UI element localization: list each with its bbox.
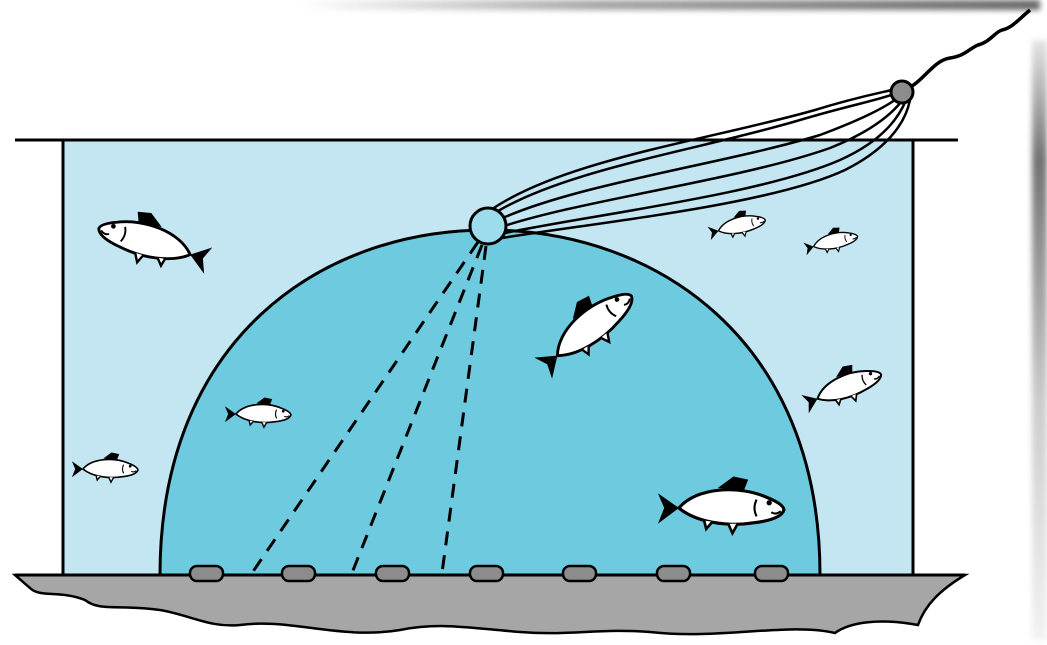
bottom-marker <box>280 564 317 583</box>
cable-tail-wire <box>911 8 1032 88</box>
cable-connector <box>889 79 915 105</box>
sonar-beam-lines <box>250 241 488 574</box>
bottom-markers <box>188 564 790 583</box>
sea-bed <box>11 573 970 636</box>
cable-strand <box>489 90 901 218</box>
bottom-marker <box>655 564 692 583</box>
bottom-marker <box>468 564 505 583</box>
bottom-marker <box>561 564 598 583</box>
transducer-cable <box>489 90 908 236</box>
cable-outer <box>501 99 912 240</box>
beam-line-2 <box>350 244 484 574</box>
transducer <box>468 206 508 246</box>
beam-line-1 <box>250 241 480 574</box>
cable-outer <box>487 86 901 214</box>
cable-strand <box>497 97 906 230</box>
beam-line-3 <box>440 245 488 574</box>
cable-strand <box>499 99 908 236</box>
bottom-marker <box>374 564 411 583</box>
cable-strand <box>493 94 903 224</box>
bottom-marker <box>753 564 790 583</box>
bottom-marker <box>188 564 225 583</box>
